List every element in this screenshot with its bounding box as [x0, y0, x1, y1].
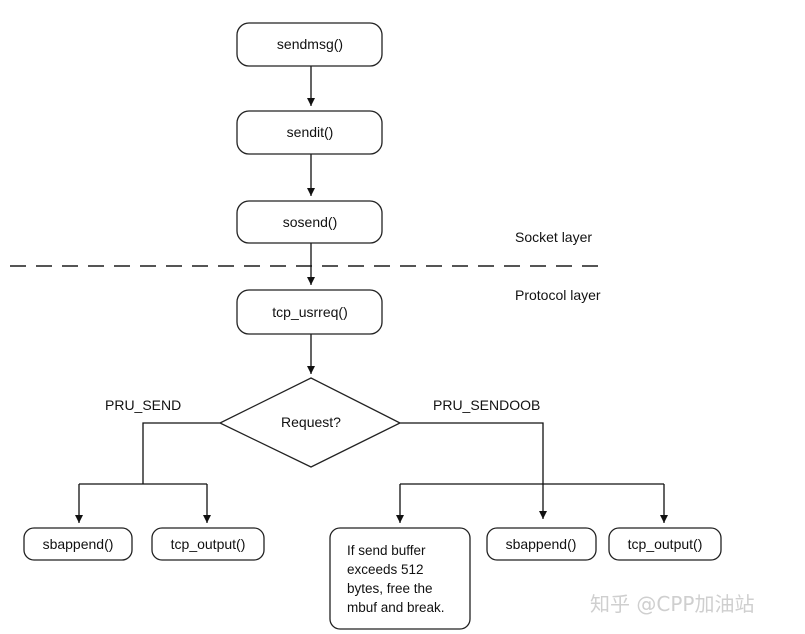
protocol-layer-label: Protocol layer [515, 287, 601, 303]
node-sbappend-right: sbappend() [486, 527, 597, 561]
branch-label-pru-send: PRU_SEND [105, 397, 181, 413]
edge-decision-left-branch [142, 422, 220, 484]
note-line-3: bytes, free the [347, 581, 433, 596]
branch-label-pru-sendoob: PRU_SENDOOB [433, 397, 540, 413]
node-sendit: sendit() [236, 110, 383, 155]
node-sosend-label: sosend() [283, 214, 337, 230]
node-sendmsg: sendmsg() [236, 22, 383, 67]
note-line-1: If send buffer [347, 543, 426, 558]
node-sosend: sosend() [236, 200, 383, 244]
socket-layer-label: Socket layer [515, 229, 592, 245]
note-line-2: exceeds 512 [347, 562, 424, 577]
note-line-4: mbuf and break. [347, 600, 445, 615]
node-decision: Request? [218, 377, 402, 468]
node-note-box: If send buffer exceeds 512 bytes, free t… [329, 527, 471, 630]
node-sbappend-left: sbappend() [23, 527, 133, 561]
node-tcp-output-left-label: tcp_output() [171, 536, 246, 552]
node-sendmsg-label: sendmsg() [277, 36, 343, 52]
edge-decision-right-branch [400, 422, 547, 519]
node-decision-label: Request? [281, 414, 341, 430]
node-tcp-output-left: tcp_output() [151, 527, 265, 561]
node-tcp-usrreq-label: tcp_usrreq() [272, 304, 347, 320]
node-sbappend-left-label: sbappend() [43, 536, 114, 552]
node-tcp-output-right: tcp_output() [608, 527, 722, 561]
node-tcp-output-right-label: tcp_output() [628, 536, 703, 552]
watermark-text: 知乎 @CPP加油站 [590, 592, 754, 616]
node-tcp-usrreq: tcp_usrreq() [236, 289, 383, 335]
node-sbappend-right-label: sbappend() [506, 536, 577, 552]
node-sendit-label: sendit() [287, 124, 334, 140]
